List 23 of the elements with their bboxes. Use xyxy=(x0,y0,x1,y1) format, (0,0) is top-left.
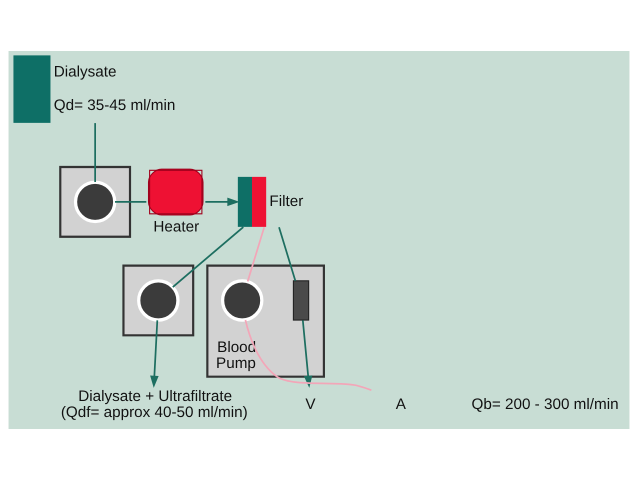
node-label: Qd= 35-45 ml/min xyxy=(54,96,176,114)
connector xyxy=(172,226,244,288)
connector xyxy=(94,122,96,182)
connector xyxy=(114,200,146,202)
node-box xyxy=(13,54,50,122)
label: Qb= 200 - 300 ml/min xyxy=(472,396,619,413)
node-circle xyxy=(220,278,264,322)
node-text: V xyxy=(305,396,316,413)
node-text: Dialysate + Ultrafiltrate (Qdf= approx 40-50 ml/min) xyxy=(60,387,248,421)
arrow xyxy=(150,320,159,388)
node-label: Filter xyxy=(269,192,304,210)
connector xyxy=(246,226,266,282)
cluster xyxy=(122,264,194,336)
connector xyxy=(278,226,296,281)
arrow xyxy=(205,197,240,206)
node-label: Heater xyxy=(153,218,200,236)
node-text: A xyxy=(396,396,406,413)
connector xyxy=(244,319,372,391)
node-circle xyxy=(137,278,180,322)
node-label: Dialysate xyxy=(54,62,116,80)
node-box xyxy=(292,280,310,320)
arrow xyxy=(302,320,312,388)
node-circle xyxy=(74,180,116,223)
